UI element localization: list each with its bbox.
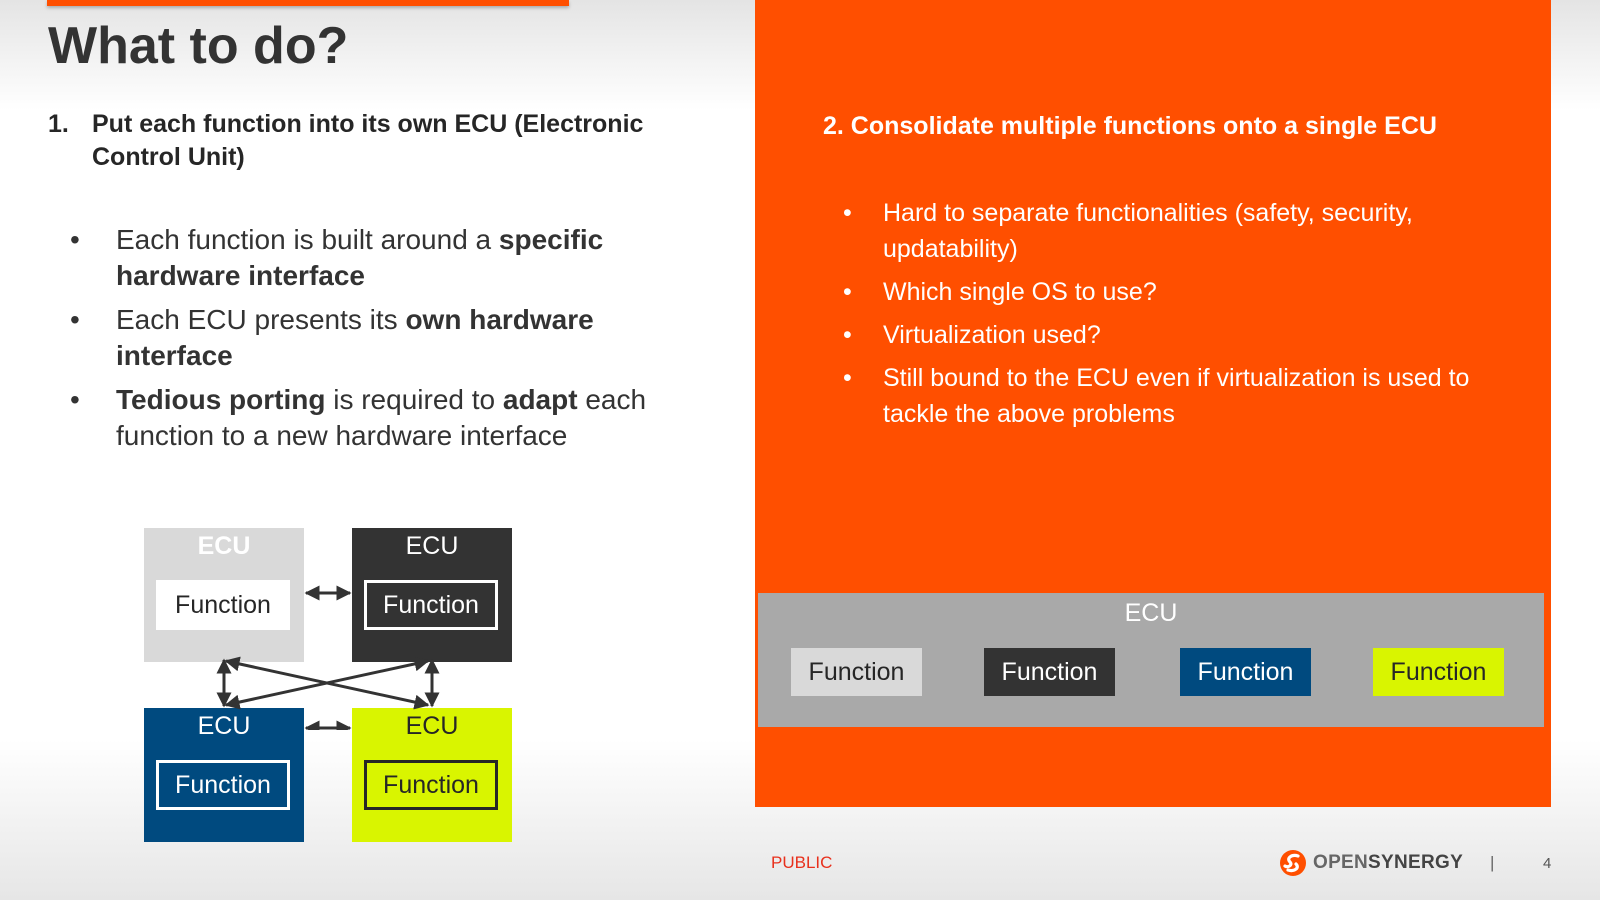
- opensynergy-logo: OPENSYNERGY: [1279, 848, 1463, 878]
- ecu-label: ECU: [405, 532, 459, 560]
- bullet-dot: •: [70, 224, 80, 255]
- ecu-box-lime: ECU Function: [352, 708, 512, 842]
- right-bullet-item: • Which single OS to use?: [843, 274, 1503, 310]
- right-bullet-item: • Hard to separate functionalities (safet…: [843, 195, 1503, 267]
- function-box: Function: [156, 580, 290, 630]
- bullet-text: each function to a new hardware interfac…: [116, 384, 647, 451]
- ecu-label: ECU: [405, 712, 459, 740]
- bullet-text: is required to: [325, 384, 503, 415]
- bullet-dot: •: [70, 304, 80, 335]
- top-accent-bar: [47, 0, 569, 6]
- strip-function-box: Function: [791, 648, 922, 696]
- strip-function-box: Function: [1373, 648, 1504, 696]
- classification-label: PUBLIC: [771, 853, 833, 872]
- ecu-connection-arrows: [216, 585, 440, 730]
- right-bullet-list: • Hard to separate functionalities (safet…: [843, 195, 1503, 439]
- function-box: Function: [156, 760, 290, 810]
- function-box: Function: [364, 580, 498, 630]
- bullet-text: Each function is built around a: [116, 224, 499, 255]
- bullet-dot: •: [843, 364, 852, 392]
- ecu-label: ECU: [197, 712, 251, 740]
- footer-separator: |: [1490, 853, 1495, 872]
- bullet-text: Still bound to the ECU even if virtualiz…: [883, 364, 1470, 428]
- bullet-dot: •: [70, 384, 80, 415]
- ecu-label: ECU: [1124, 599, 1178, 627]
- opensynergy-logo-icon: [1280, 850, 1306, 876]
- ecu-box-light-gray: ECU Function: [144, 528, 304, 662]
- left-bullet-item: • Each function is built around a specif…: [70, 222, 700, 294]
- right-bullet-item: • Virtualization used?: [843, 317, 1503, 353]
- left-bullet-item: • Each ECU presents its own hardware int…: [70, 302, 700, 374]
- left-bullet-item: • Tedious porting is required to adapt e…: [70, 382, 700, 454]
- bullet-text: Hard to separate functionalities (safety…: [883, 199, 1413, 263]
- ecu-box-dark-gray: ECU Function: [352, 528, 512, 662]
- bullet-bold-text: own hardware interface: [116, 304, 594, 371]
- consolidation-panel: 2. Consolidate multiple functions onto a…: [755, 0, 1551, 807]
- ecu-label: ECU: [197, 532, 251, 560]
- bullet-text: Which single OS to use?: [883, 278, 1157, 306]
- logo-wordmark-part: SYNERGY: [1368, 852, 1464, 873]
- ecu-box-blue: ECU Function: [144, 708, 304, 842]
- logo-wordmark: OPENSYNERGY: [1313, 852, 1463, 874]
- strip-function-box: Function: [1180, 648, 1311, 696]
- bullet-bold-text: Tedious porting: [116, 384, 326, 415]
- page-number: 4: [1543, 855, 1552, 872]
- arrow-diagonal-up: [224, 656, 430, 710]
- strip-function-box: Function: [984, 648, 1115, 696]
- bullet-bold-text: specific hardware interface: [116, 224, 604, 291]
- bullet-dot: •: [843, 199, 852, 227]
- logo-wordmark-part: OPEN: [1313, 852, 1369, 873]
- point-1: 1. Put each function into its own ECU (E…: [48, 108, 688, 174]
- function-box: Function: [364, 760, 498, 810]
- slide-title: What to do?: [48, 17, 349, 75]
- bullet-dot: •: [843, 278, 852, 306]
- bullet-text: Virtualization used?: [883, 321, 1101, 349]
- point-1-text: Put each function into its own ECU (Elec…: [92, 110, 644, 171]
- point-2-heading: 2. Consolidate multiple functions onto a…: [823, 112, 1437, 140]
- left-bullet-list: • Each function is built around a specif…: [70, 222, 700, 462]
- right-bullet-item: • Still bound to the ECU even if virtuali…: [843, 360, 1503, 432]
- bullet-text: Each ECU presents its: [116, 304, 406, 335]
- single-ecu-strip: ECU Function Function Function Function: [758, 593, 1544, 727]
- bullet-dot: •: [843, 321, 852, 349]
- point-1-number: 1.: [48, 110, 69, 138]
- bullet-bold-text: adapt: [502, 384, 578, 415]
